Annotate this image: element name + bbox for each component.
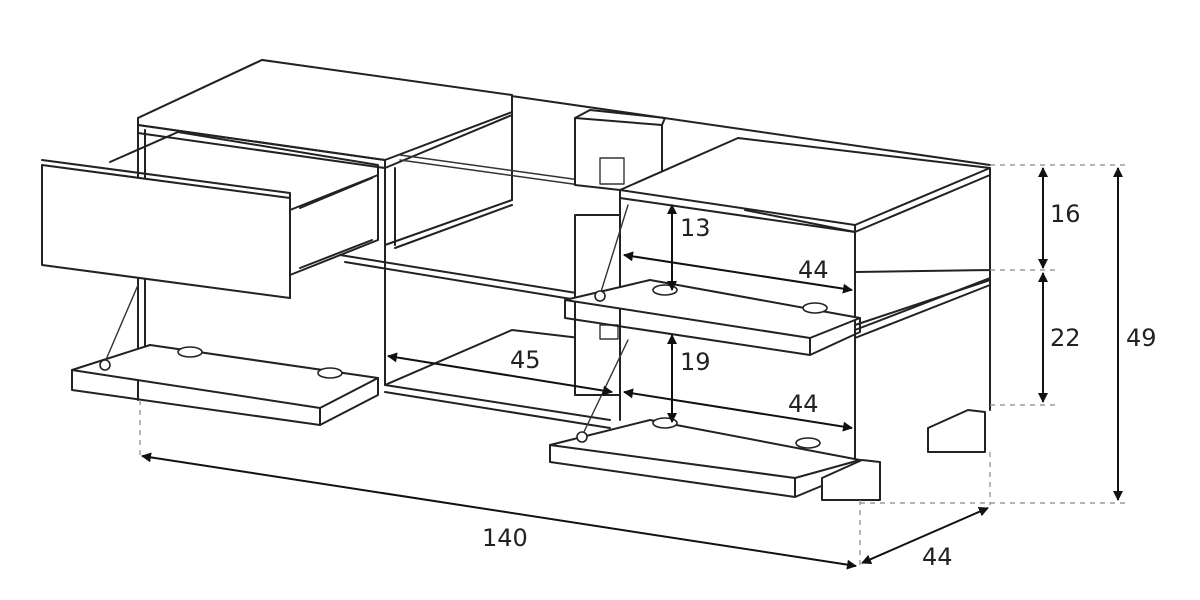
- right-lower-hinge-2: [652, 417, 678, 429]
- right-upper-flap-stay: [599, 204, 629, 296]
- label-right-lower-clearance: 19: [680, 348, 711, 376]
- right-upper-hinge-2: [652, 284, 678, 296]
- label-total-width: 140: [482, 524, 528, 552]
- left-flap-hinge-1: [99, 359, 111, 371]
- dim-arrow-left-inner: [387, 352, 613, 396]
- label-left-inner-width: 45: [510, 346, 541, 374]
- right-upper-hinge-1: [594, 290, 606, 302]
- label-right-upper-clearance: 13: [680, 214, 711, 242]
- center-column-socket-1: [599, 157, 625, 185]
- label-total-height: 49: [1126, 324, 1157, 352]
- dim-arrow-right-upper-width: [623, 251, 853, 294]
- label-right-lower-width: 44: [788, 390, 819, 418]
- label-right-upper-width: 44: [798, 256, 829, 284]
- right-upper-hinge-3: [802, 302, 828, 314]
- left-flap-front: [71, 369, 321, 426]
- right-lower-hinge-3: [795, 437, 821, 449]
- label-total-depth: 44: [922, 543, 953, 571]
- left-drawer-front: [41, 164, 291, 299]
- right-block-frame: [854, 174, 991, 466]
- right-block-top: [619, 137, 991, 226]
- dim-arrow-right-lower-width: [623, 388, 853, 432]
- dim-arrow-depth: [861, 507, 989, 564]
- left-flap-bottom: [319, 377, 379, 426]
- left-block-top: [137, 59, 513, 161]
- left-drawer: [41, 131, 379, 299]
- center-column-cap: [574, 109, 666, 126]
- dimension-labels: 140 44 49 16 22 45 44 44 13 19: [482, 200, 1157, 571]
- left-flap-stay: [104, 284, 139, 363]
- right-lower-hinge-1: [576, 431, 588, 443]
- dim-arrow-width: [141, 452, 857, 570]
- left-flap: [71, 284, 379, 426]
- dimension-arrows: [141, 167, 1123, 570]
- right-back-foot: [927, 409, 986, 453]
- right-block-mid-divider: [854, 277, 991, 339]
- center-back-lines: [399, 154, 581, 186]
- middle-shelf-lines: [339, 199, 621, 308]
- left-flap-hinge-2: [177, 346, 203, 358]
- label-middle-section-height: 22: [1050, 324, 1081, 352]
- left-drawer-side-inner: [299, 177, 373, 269]
- left-flap-hinge-3: [317, 367, 343, 379]
- right-upper-flap-front: [564, 299, 861, 356]
- left-drawer-top-edge: [41, 159, 291, 199]
- extension-lines: [139, 164, 1130, 565]
- label-top-section-height: 16: [1050, 200, 1081, 228]
